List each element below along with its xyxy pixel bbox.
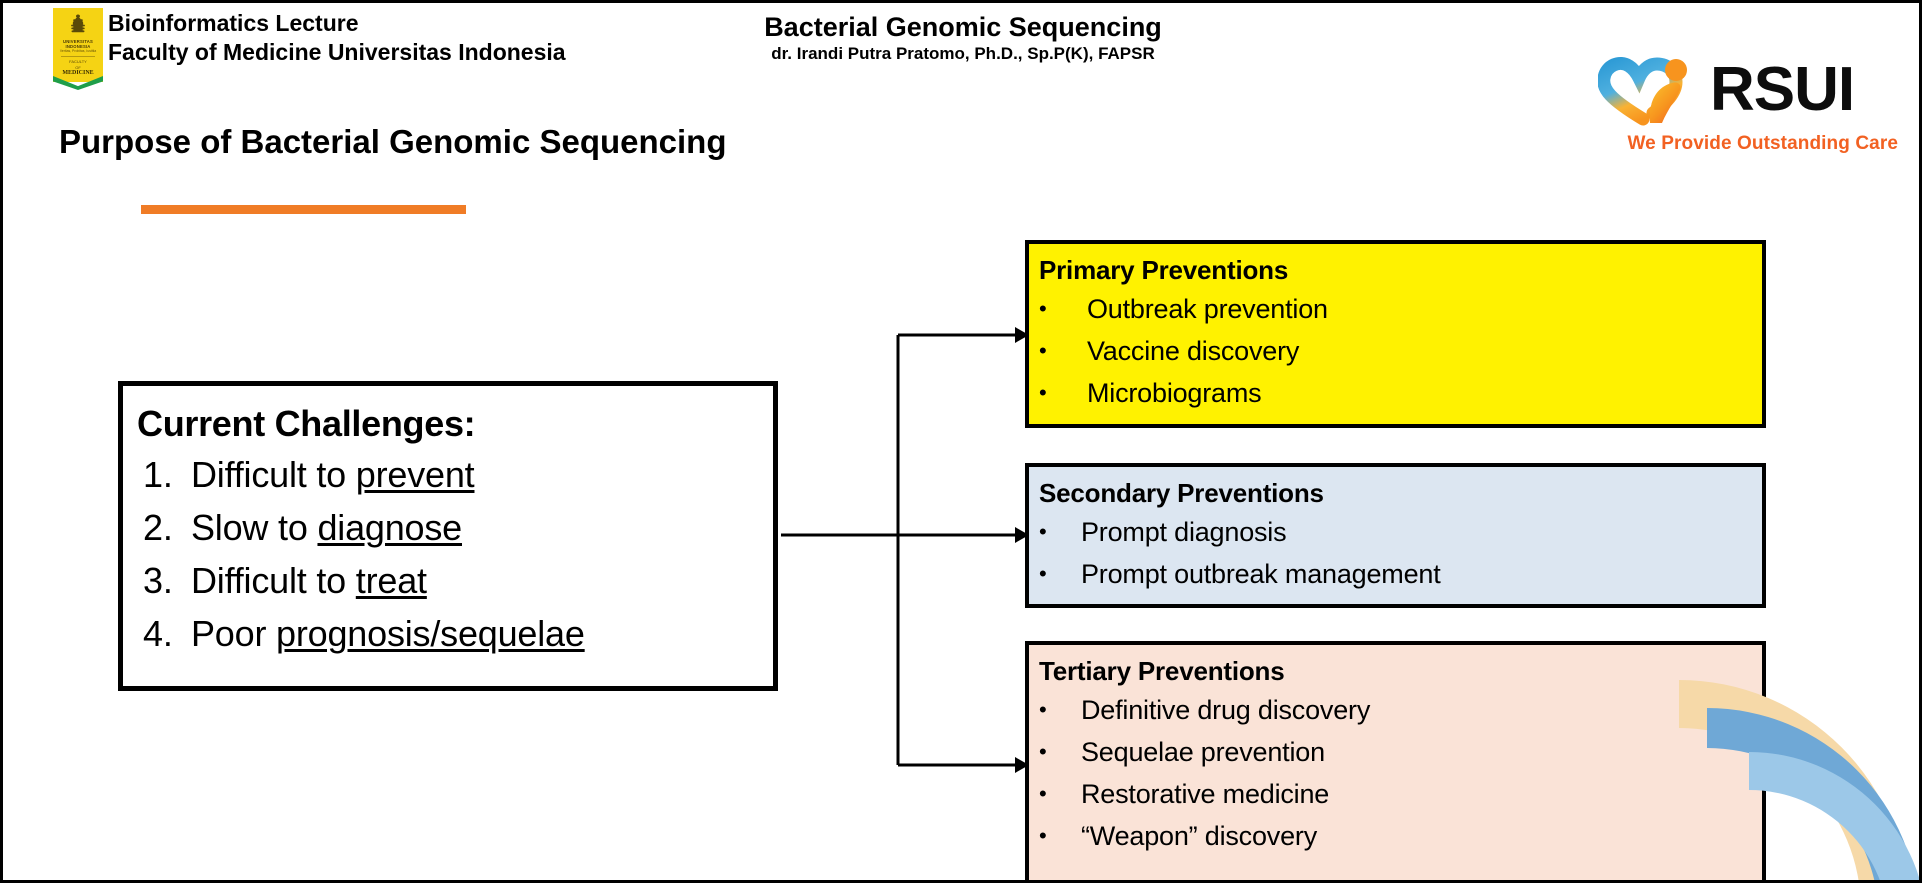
lecture-identification: Bioinformatics Lecture Faculty of Medici… xyxy=(108,9,566,67)
list-item: • Sequelae prevention xyxy=(1039,731,1762,773)
rsui-wordmark: RSUI xyxy=(1710,55,1855,124)
challenge-number: 1. xyxy=(143,454,173,495)
rsui-logo: RSUI We Provide Outstanding Care xyxy=(1598,53,1898,163)
challenge-lead: Difficult to xyxy=(191,560,356,601)
list-item: • Restorative medicine xyxy=(1039,773,1762,815)
list-item: 2. Slow to diagnose xyxy=(143,501,773,554)
current-challenges-box: Current Challenges: 1. Difficult to preve… xyxy=(118,381,778,691)
ui-logo-faculty-line2: OF xyxy=(75,65,81,70)
tertiary-preventions-heading: Tertiary Preventions xyxy=(1039,656,1285,686)
challenge-number: 4. xyxy=(143,613,173,654)
lecture-title: Bioinformatics Lecture xyxy=(108,10,359,36)
list-item-label: Definitive drug discovery xyxy=(1081,695,1371,725)
list-item-label: “Weapon” discovery xyxy=(1081,821,1317,851)
list-item: • Outbreak prevention xyxy=(1039,288,1762,330)
challenge-emphasis: prognosis/sequelae xyxy=(276,613,585,654)
ui-logo-divider xyxy=(61,56,95,57)
list-item-label: Prompt outbreak management xyxy=(1081,559,1441,589)
bullet-icon: • xyxy=(1039,823,1047,848)
bullet-icon: • xyxy=(1039,296,1047,321)
ui-logo-faculty-label: FACULTY OF xyxy=(53,59,103,71)
slide-header: UNIVERSITAS INDONESIA Veritas, Probitas,… xyxy=(3,3,1919,154)
challenge-lead: Poor xyxy=(191,613,277,654)
deck-title-block: Bacterial Genomic Sequencing dr. Irandi … xyxy=(583,11,1343,65)
bullet-icon: • xyxy=(1039,338,1047,363)
tertiary-preventions-list: • Definitive drug discovery • Sequelae pre… xyxy=(1039,689,1762,857)
ui-logo-university-name: UNIVERSITAS INDONESIA xyxy=(62,39,94,49)
list-item: 1. Difficult to prevent xyxy=(143,448,773,501)
list-item: 4. Poor prognosis/sequelae xyxy=(143,607,773,660)
primary-preventions-heading: Primary Preventions xyxy=(1039,255,1289,285)
list-item: • Definitive drug discovery xyxy=(1039,689,1762,731)
list-item-label: Microbiograms xyxy=(1087,378,1262,408)
bullet-icon: • xyxy=(1039,519,1047,544)
title-underline-bar xyxy=(141,205,466,214)
challenge-number: 2. xyxy=(143,507,173,548)
corner-wave-decoration xyxy=(1619,650,1919,880)
primary-preventions-list: •Outbreak prevention •Vaccine discovery … xyxy=(1039,288,1762,414)
primary-preventions-box: Primary Preventions • Outbreak prevention… xyxy=(1025,240,1766,428)
deck-title: Bacterial Genomic Sequencing xyxy=(764,12,1162,42)
tertiary-preventions-box: Tertiary Preventions • Definitive drug di… xyxy=(1025,641,1766,880)
rsui-tagline: We Provide Outstanding Care xyxy=(1627,133,1898,154)
list-item: • Vaccine discovery xyxy=(1039,330,1762,372)
bullet-icon: • xyxy=(1039,697,1047,722)
ui-logo-faculty-line1: FACULTY xyxy=(69,59,87,64)
list-item-label: Prompt diagnosis xyxy=(1081,517,1287,547)
list-item: • Prompt outbreak management xyxy=(1039,553,1762,595)
challenge-emphasis: prevent xyxy=(355,454,475,495)
list-item: • “Weapon” discovery xyxy=(1039,815,1762,857)
list-item: • Microbiograms xyxy=(1039,372,1762,414)
list-item: • Prompt diagnosis xyxy=(1039,511,1762,553)
bullet-icon: • xyxy=(1039,380,1047,405)
list-item-label: Restorative medicine xyxy=(1081,779,1330,809)
list-item-label: Sequelae prevention xyxy=(1081,737,1325,767)
bullet-icon: • xyxy=(1039,781,1047,806)
challenge-emphasis: diagnose xyxy=(317,507,462,548)
wave-arc-light-blue xyxy=(1749,752,1919,880)
challenge-lead: Slow to xyxy=(191,507,318,548)
current-challenges-heading: Current Challenges: xyxy=(137,403,476,444)
ui-logo-motto: Veritas, Probitas, Iustitia xyxy=(59,49,97,53)
bullet-icon: • xyxy=(1039,739,1047,764)
corner-wave-arcs xyxy=(1679,680,1919,880)
ui-makara-crest-icon xyxy=(71,14,85,33)
list-item: 3. Difficult to treat xyxy=(143,554,773,607)
ui-faculty-of-medicine-logo: UNIVERSITAS INDONESIA Veritas, Probitas,… xyxy=(53,8,103,90)
list-item-label: Outbreak prevention xyxy=(1087,294,1328,324)
lecture-faculty: Faculty of Medicine Universitas Indonesi… xyxy=(108,39,566,65)
ui-logo-medicine-label: MEDICINE xyxy=(62,70,94,76)
rsui-heart-person-icon xyxy=(1598,57,1687,126)
list-item-label: Vaccine discovery xyxy=(1087,336,1300,366)
secondary-preventions-list: • Prompt diagnosis • Prompt outbreak manag… xyxy=(1039,511,1762,595)
rsui-head-dot xyxy=(1665,59,1687,81)
secondary-preventions-heading: Secondary Preventions xyxy=(1039,478,1324,508)
secondary-preventions-box: Secondary Preventions • Prompt diagnosis … xyxy=(1025,463,1766,608)
challenge-lead: Difficult to xyxy=(191,454,356,495)
deck-presenter: dr. Irandi Putra Pratomo, Ph.D., Sp.P(K)… xyxy=(771,44,1155,63)
page-title: Purpose of Bacterial Genomic Sequencing xyxy=(59,123,727,160)
current-challenges-list: 1. Difficult to prevent 2. Slow to diagnos… xyxy=(137,448,773,660)
bullet-icon: • xyxy=(1039,561,1047,586)
challenge-number: 3. xyxy=(143,560,173,601)
challenge-emphasis: treat xyxy=(355,560,427,601)
